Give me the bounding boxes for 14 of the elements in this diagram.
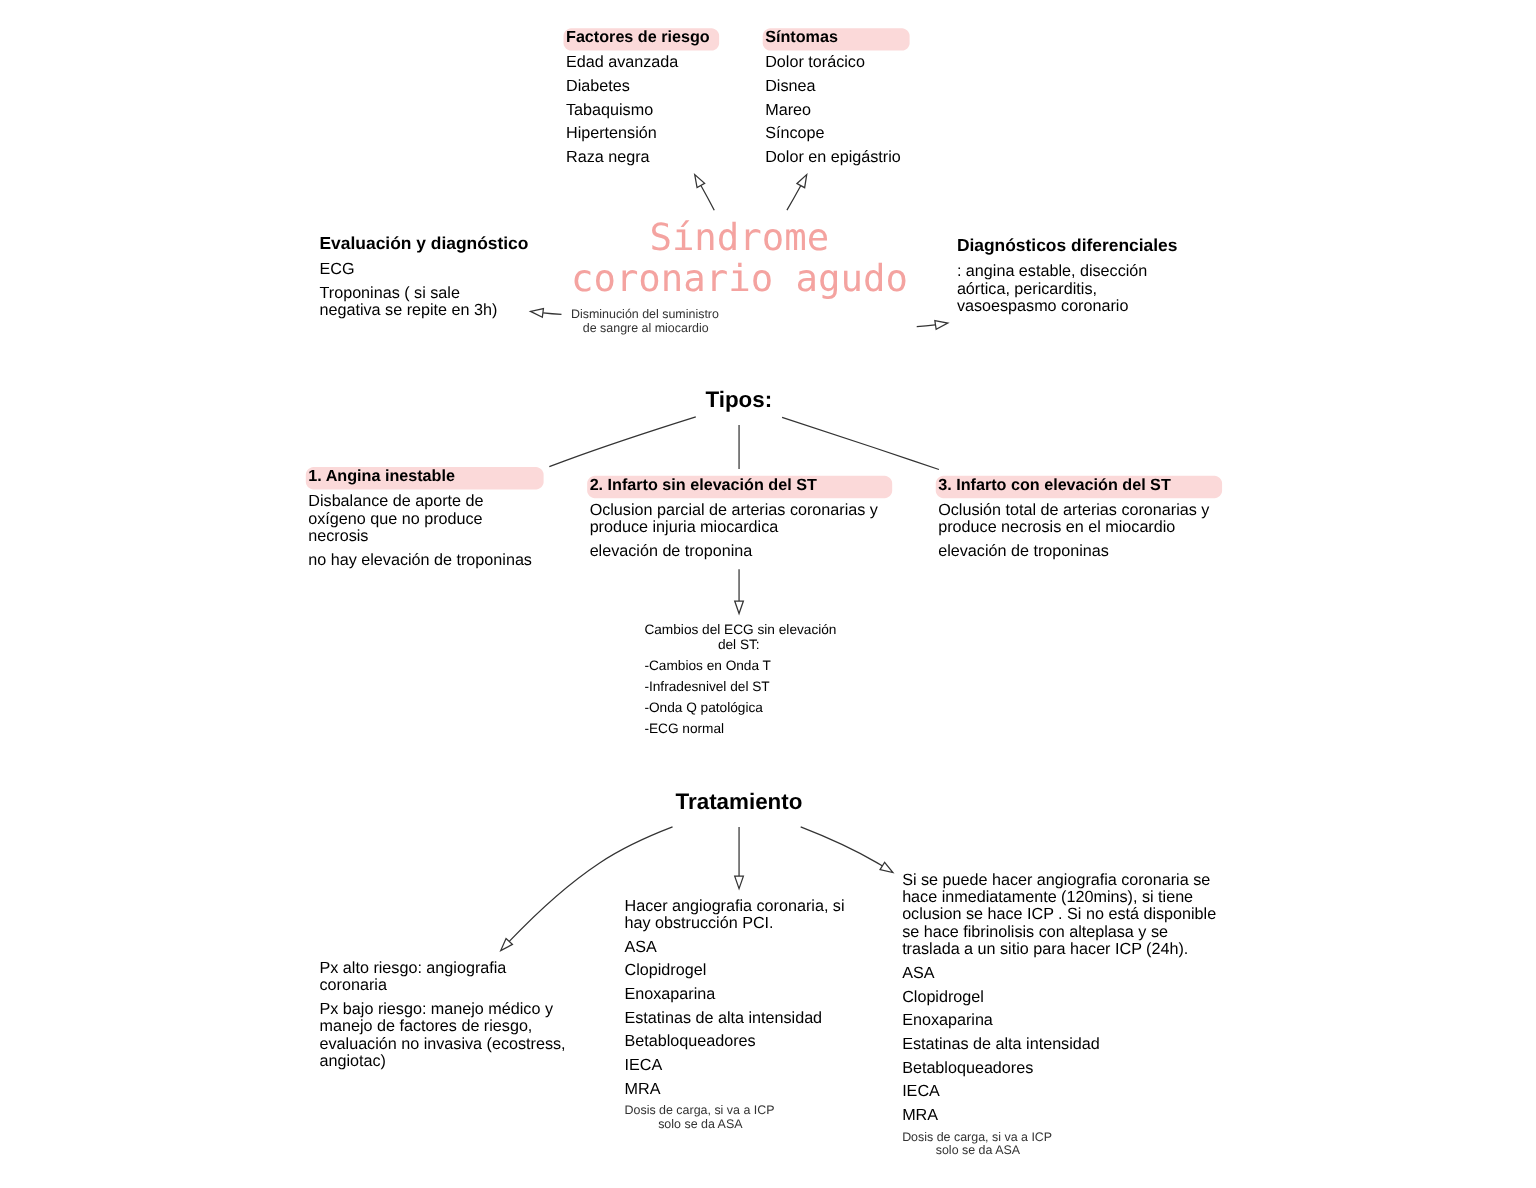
node-text: Tipos: bbox=[705, 388, 773, 413]
arrow bbox=[693, 173, 715, 211]
arrow bbox=[916, 319, 950, 331]
arrow bbox=[733, 568, 745, 616]
connector bbox=[781, 416, 940, 471]
arrow bbox=[786, 172, 808, 211]
arrow bbox=[733, 826, 745, 891]
node-text: Síndrome coronario agudo bbox=[570, 217, 908, 301]
arrow bbox=[800, 826, 895, 874]
arrow bbox=[528, 307, 563, 319]
arrow bbox=[499, 826, 674, 952]
node-text: Tratamiento bbox=[675, 790, 803, 815]
connector bbox=[738, 424, 740, 470]
connector bbox=[548, 416, 697, 468]
